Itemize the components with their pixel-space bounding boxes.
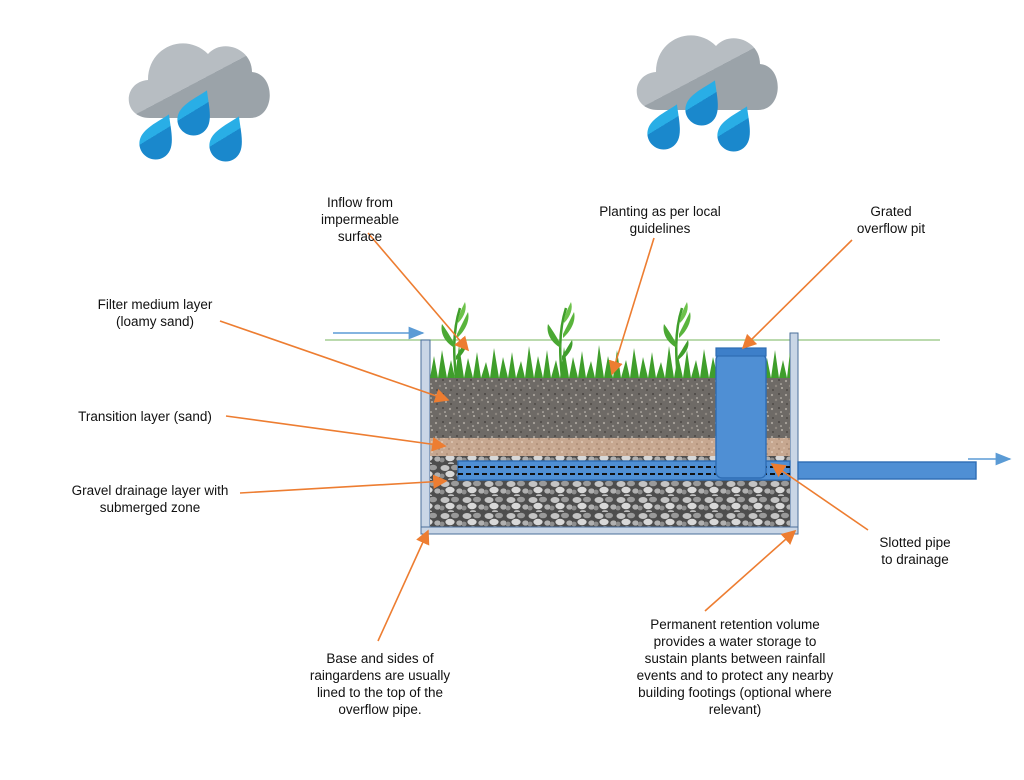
label-base-sides-line-2: raingardens are usually (309, 668, 451, 683)
label-filter-layer-line-2: (loamy sand) (115, 314, 195, 329)
label-inflow-line-2: impermeable (320, 212, 400, 227)
label-filter-layer-line-1: Filter medium layer (97, 297, 213, 312)
base-liner (420, 526, 799, 535)
label-overflow-pit-line-2: overflow pit (856, 221, 926, 236)
label-retention-line-5: building footings (optional where (638, 685, 832, 700)
label-filter-layer: Filter medium layer (loamy sand) (80, 296, 230, 330)
label-slotted-pipe: Slotted pipe to drainage (860, 534, 970, 568)
rain-cloud-icon-left (128, 43, 270, 167)
label-retention-line-1: Permanent retention volume (650, 617, 820, 632)
label-slotted-pipe-line-2: to drainage (881, 552, 949, 567)
overflow-pit (715, 347, 767, 479)
label-retention-line-4: events and to protect any nearby (636, 668, 834, 683)
label-inflow: Inflow from impermeable surface (300, 194, 420, 245)
grass-planting (430, 300, 790, 380)
label-inflow-line-1: Inflow from (326, 195, 394, 210)
label-base-sides-line-4: overflow pipe. (338, 702, 422, 717)
label-retention-line-6: relevant) (708, 702, 762, 717)
label-base-sides: Base and sides of raingardens are usuall… (290, 650, 470, 718)
label-retention-line-2: provides a water storage to (653, 634, 817, 649)
label-retention: Permanent retention volume provides a wa… (610, 616, 860, 718)
left-liner-wall (420, 339, 431, 533)
label-planting-line-2: guidelines (629, 221, 691, 236)
label-gravel-layer-line-1: Gravel drainage layer with (71, 483, 229, 498)
rain-cloud-icon-right (636, 35, 778, 157)
label-slotted-pipe-line-1: Slotted pipe (879, 535, 951, 550)
transition-sand-layer (430, 438, 790, 456)
label-gravel-layer: Gravel drainage layer with submerged zon… (55, 482, 245, 516)
label-base-sides-line-3: lined to the top of the (316, 685, 444, 700)
leader-lines (219, 232, 869, 642)
outflow-pipe (797, 461, 977, 480)
label-inflow-line-3: surface (337, 229, 383, 244)
label-transition-layer: Transition layer (sand) (60, 408, 230, 425)
label-gravel-layer-line-2: submerged zone (99, 500, 201, 515)
label-planting: Planting as per local guidelines (580, 203, 740, 237)
label-retention-line-3: sustain plants between rainfall (644, 651, 826, 666)
label-base-sides-line-1: Base and sides of (326, 651, 434, 666)
label-transition-layer-line-1: Transition layer (sand) (78, 409, 212, 424)
label-overflow-pit-line-1: Grated (870, 204, 912, 219)
slotted-pipe (457, 460, 791, 481)
label-overflow-pit: Grated overflow pit (836, 203, 946, 237)
label-planting-line-1: Planting as per local (599, 204, 721, 219)
right-liner-wall (789, 332, 799, 533)
